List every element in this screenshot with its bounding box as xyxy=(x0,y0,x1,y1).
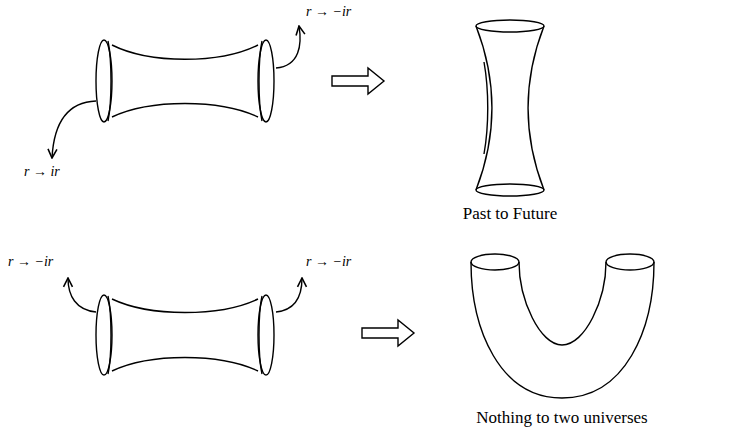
rotation-arrow xyxy=(68,278,96,312)
rotation-arrow xyxy=(276,26,300,68)
figure-caption: Past to Future xyxy=(463,204,557,224)
u-tube-figure xyxy=(471,254,654,398)
transform-label: r → −ir xyxy=(306,254,351,271)
rotation-arrow xyxy=(276,278,302,312)
hollow-arrow xyxy=(362,320,414,346)
figure-caption: Nothing to two universes xyxy=(476,408,647,428)
rotation-arrow xyxy=(52,101,96,158)
hollow-arrow xyxy=(332,68,384,94)
wormhole-figure xyxy=(96,295,274,375)
wormhole-figure xyxy=(96,40,274,122)
hourglass-figure xyxy=(476,20,544,196)
transform-label: r → −ir xyxy=(8,254,53,271)
transform-label: r → −ir xyxy=(306,4,351,21)
transform-label: r → ir xyxy=(24,164,60,181)
